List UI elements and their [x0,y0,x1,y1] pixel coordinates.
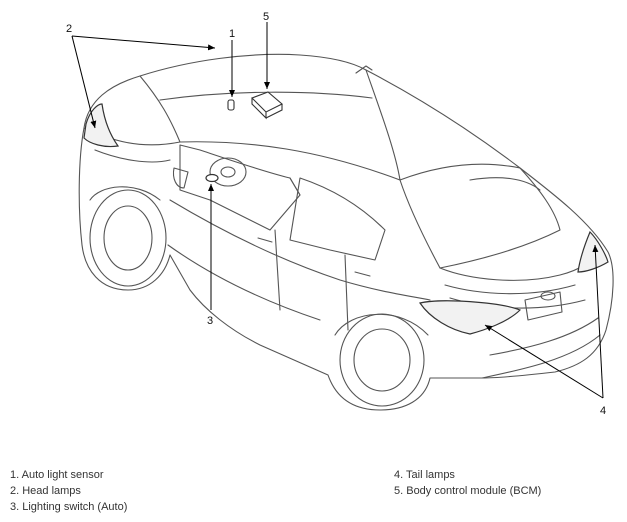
callout-3: 3 [207,315,213,327]
callout-5: 5 [263,11,269,23]
lighting-switch-shape [205,173,219,183]
vehicle-diagram: 1 5 2 3 4 [66,11,614,417]
callout-4: 4 [600,405,606,417]
callout-1: 1 [229,28,235,40]
head-lamp-shape [83,103,120,148]
legend-item-bcm: 5. Body control module (BCM) [394,485,542,497]
bcm-shape [251,91,283,120]
car-outline [78,53,614,411]
leader-lines [71,22,604,399]
legend-item-tail-lamps: 4. Tail lamps [394,469,455,481]
legend-item-head-lamps: 2. Head lamps [10,485,81,497]
callout-2: 2 [66,23,72,35]
legend-item-lighting-switch: 3. Lighting switch (Auto) [10,501,128,513]
legend-item-auto-light-sensor: 1. Auto light sensor [10,469,104,481]
auto-light-sensor-shape [227,99,235,111]
legend-right: 4. Tail lamps 5. Body control module (BC… [394,467,541,499]
tail-lamp-left-shape [419,300,522,335]
legend-left: 1. Auto light sensor 2. Head lamps 3. Li… [10,467,127,515]
tail-lamp-right-shape [577,230,609,273]
